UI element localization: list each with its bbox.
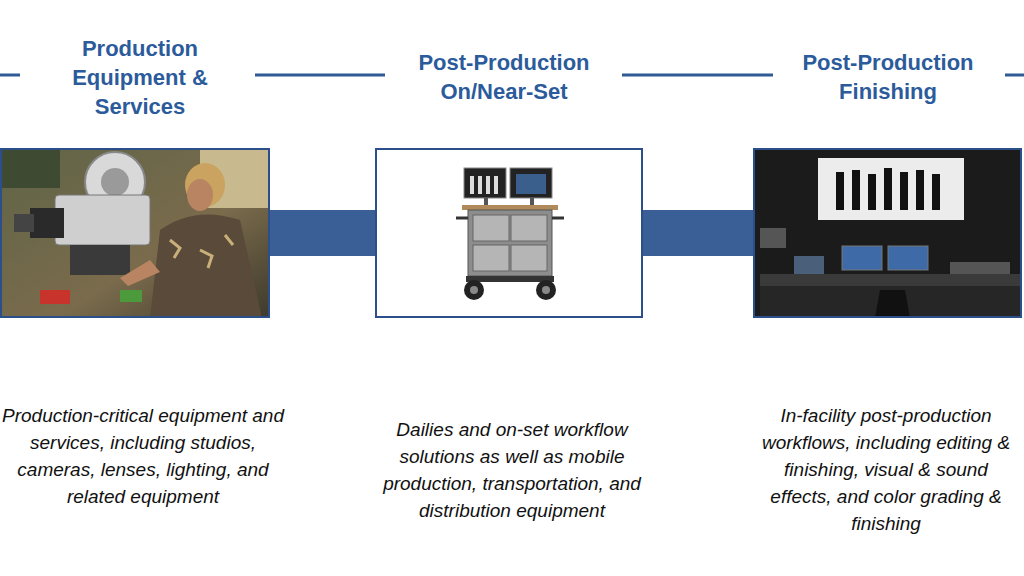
flow-band-line xyxy=(643,210,753,256)
stage-description: In-facility post-production workflows, i… xyxy=(755,402,1017,537)
flow-band-line xyxy=(270,210,375,256)
stage-description: Dailies and on-set workflow solutions as… xyxy=(367,416,657,524)
stage-description: Production-critical equipment and servic… xyxy=(2,402,284,510)
stage-heading: Production Equipment & Services xyxy=(55,34,225,121)
process-stage: Production Equipment & ServicesProductio… xyxy=(0,0,290,560)
photo-frame xyxy=(375,148,643,318)
stage-heading: Post-Production Finishing xyxy=(788,48,988,106)
photo-frame xyxy=(0,148,270,318)
photo-frame xyxy=(753,148,1022,318)
flow-band xyxy=(270,233,375,234)
process-stage: Post-Production FinishingIn-facility pos… xyxy=(740,0,1024,560)
flow-band xyxy=(643,233,753,234)
process-stage: Post-Production On/Near-SetDailies and o… xyxy=(360,0,660,560)
stage-heading: Post-Production On/Near-Set xyxy=(404,48,604,106)
